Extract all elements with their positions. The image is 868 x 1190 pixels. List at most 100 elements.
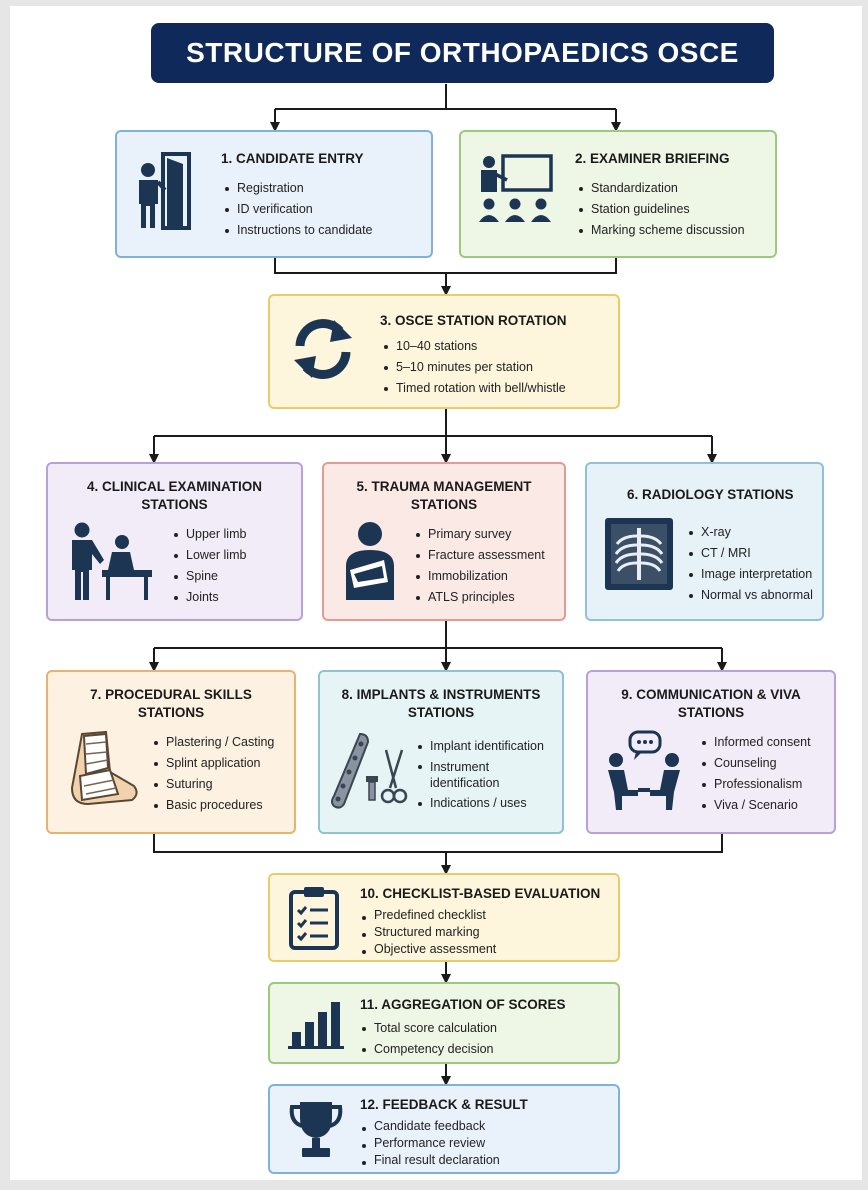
list-item: Indications / uses xyxy=(416,793,556,814)
step-procedural-skills: 7. PROCEDURAL SKILLS STATIONS Plastering… xyxy=(46,670,296,834)
list-item: Final result declaration xyxy=(360,1152,500,1169)
list-item: Plastering / Casting xyxy=(152,732,274,753)
step-heading-line: STATIONS xyxy=(677,705,745,720)
list-item: ATLS principles xyxy=(414,587,545,608)
step-heading: 8. IMPLANTS & INSTRUMENTS STATIONS xyxy=(320,686,562,722)
step-items: Primary survey Fracture assessment Immob… xyxy=(414,524,545,608)
list-item: Predefined checklist xyxy=(360,907,496,924)
step-heading: 11. AGGREGATION OF SCORES xyxy=(360,997,566,1012)
trophy-icon xyxy=(289,1102,343,1157)
step-heading-line: 8. IMPLANTS & INSTRUMENTS xyxy=(341,687,541,702)
doctor-examining-patient-icon xyxy=(72,522,152,600)
step-osce-station-rotation: 3. OSCE STATION ROTATION 10–40 stations … xyxy=(268,294,620,409)
list-item: 10–40 stations xyxy=(382,336,566,357)
step-items: Registration ID verification Instruction… xyxy=(223,178,373,241)
step-heading: 1. CANDIDATE ENTRY xyxy=(221,151,364,166)
step-items: Predefined checklist Structured marking … xyxy=(360,907,496,958)
step-examiner-briefing: 2. EXAMINER BRIEFING Standardization Sta… xyxy=(459,130,777,258)
list-item: Primary survey xyxy=(414,524,545,545)
step-heading: 10. CHECKLIST-BASED EVALUATION xyxy=(360,886,601,901)
step-items: Candidate feedback Performance review Fi… xyxy=(360,1118,500,1169)
list-item: Upper limb xyxy=(172,524,246,545)
step-heading-line: 4. CLINICAL EXAMINATION xyxy=(86,479,262,494)
list-item: Candidate feedback xyxy=(360,1118,500,1135)
list-item: Normal vs abnormal xyxy=(687,585,813,606)
step-communication-viva: 9. COMMUNICATION & VIVA STATIONS Informe… xyxy=(586,670,836,834)
step-heading: 12. FEEDBACK & RESULT xyxy=(360,1097,528,1112)
step-items: Upper limb Lower limb Spine Joints xyxy=(172,524,246,608)
list-item: 5–10 minutes per station xyxy=(382,357,566,378)
step-items: 10–40 stations 5–10 minutes per station … xyxy=(382,336,566,399)
flow-connectors xyxy=(149,84,727,1086)
bone-plate-screw-scissors-icon xyxy=(331,732,408,809)
step-clinical-examination: 4. CLINICAL EXAMINATION STATIONS Upper l… xyxy=(46,462,303,621)
presenter-board-icon xyxy=(479,154,553,222)
list-item: ID verification xyxy=(223,199,373,220)
list-item: Viva / Scenario xyxy=(700,795,811,816)
list-item: Structured marking xyxy=(360,924,496,941)
list-item: Standardization xyxy=(577,178,745,199)
page-title: STRUCTURE OF ORTHOPAEDICS OSCE xyxy=(151,23,774,83)
step-implants-instruments: 8. IMPLANTS & INSTRUMENTS STATIONS Impla… xyxy=(318,670,564,834)
step-radiology: 6. RADIOLOGY STATIONS X-ray CT / MRI Ima… xyxy=(585,462,824,621)
list-item: Professionalism xyxy=(700,774,811,795)
step-heading: 9. COMMUNICATION & VIVA STATIONS xyxy=(588,686,834,722)
step-checklist-evaluation: 10. CHECKLIST-BASED EVALUATION Predefine… xyxy=(268,873,620,962)
step-heading-line: STATIONS xyxy=(141,497,208,512)
list-item: Immobilization xyxy=(414,566,545,587)
list-item: Splint application xyxy=(152,753,274,774)
list-item: Instructions to candidate xyxy=(223,220,373,241)
step-heading-line: STATIONS xyxy=(407,705,475,720)
bandaged-foot-cast-icon xyxy=(70,730,138,806)
list-item: Marking scheme discussion xyxy=(577,220,745,241)
list-item: Spine xyxy=(172,566,246,587)
step-heading-line: 9. COMMUNICATION & VIVA xyxy=(621,687,801,702)
list-item: Fracture assessment xyxy=(414,545,545,566)
step-heading: 5. TRAUMA MANAGEMENT STATIONS xyxy=(324,478,564,514)
step-items: X-ray CT / MRI Image interpretation Norm… xyxy=(687,522,813,606)
clipboard-checklist-icon xyxy=(289,887,339,950)
step-candidate-entry: 1. CANDIDATE ENTRY Registration ID verif… xyxy=(115,130,433,258)
step-items: Plastering / Casting Splint application … xyxy=(152,732,274,816)
step-aggregation-of-scores: 11. AGGREGATION OF SCORES Total score ca… xyxy=(268,982,620,1064)
list-item: Basic procedures xyxy=(152,795,274,816)
arm-sling-patient-icon xyxy=(346,522,394,600)
flowchart-canvas: STRUCTURE OF ORTHOPAEDICS OSCE 1. CANDID… xyxy=(10,6,862,1180)
step-heading: 6. RADIOLOGY STATIONS xyxy=(627,487,794,502)
step-heading: 2. EXAMINER BRIEFING xyxy=(575,151,730,166)
step-heading-line: 7. PROCEDURAL SKILLS xyxy=(90,687,252,702)
list-item: Counseling xyxy=(700,753,811,774)
step-heading: 4. CLINICAL EXAMINATION STATIONS xyxy=(48,478,301,514)
two-people-conversation-icon xyxy=(608,730,680,810)
list-item: CT / MRI xyxy=(687,543,813,564)
person-entering-door-icon xyxy=(139,152,191,230)
list-item: Implant identification xyxy=(416,736,556,757)
list-item: Station guidelines xyxy=(577,199,745,220)
step-heading-line: STATIONS xyxy=(137,705,205,720)
step-items: Total score calculation Competency decis… xyxy=(360,1018,497,1060)
list-item: Lower limb xyxy=(172,545,246,566)
list-item: Suturing xyxy=(152,774,274,795)
step-heading: 7. PROCEDURAL SKILLS STATIONS xyxy=(48,686,294,722)
step-heading: 3. OSCE STATION ROTATION xyxy=(380,313,567,328)
chest-xray-icon xyxy=(605,518,673,590)
list-item: Registration xyxy=(223,178,373,199)
step-items: Informed consent Counseling Professional… xyxy=(700,732,811,816)
list-item: X-ray xyxy=(687,522,813,543)
list-item: Image interpretation xyxy=(687,564,813,585)
list-item: Timed rotation with bell/whistle xyxy=(382,378,566,399)
list-item: Competency decision xyxy=(360,1039,497,1060)
step-items: Implant identification Instrument identi… xyxy=(416,736,556,814)
bar-chart-icon xyxy=(288,1002,344,1049)
step-heading-line: 5. TRAUMA MANAGEMENT xyxy=(356,479,532,494)
list-item: Total score calculation xyxy=(360,1018,497,1039)
list-item: Informed consent xyxy=(700,732,811,753)
step-heading-line: STATIONS xyxy=(410,497,478,512)
list-item: Joints xyxy=(172,587,246,608)
step-trauma-management: 5. TRAUMA MANAGEMENT STATIONS Primary su… xyxy=(322,462,566,621)
list-item: Instrument identification xyxy=(416,757,556,793)
list-item: Objective assessment xyxy=(360,941,496,958)
rotation-arrows-icon xyxy=(294,319,352,379)
step-items: Standardization Station guidelines Marki… xyxy=(577,178,745,241)
list-item: Performance review xyxy=(360,1135,500,1152)
